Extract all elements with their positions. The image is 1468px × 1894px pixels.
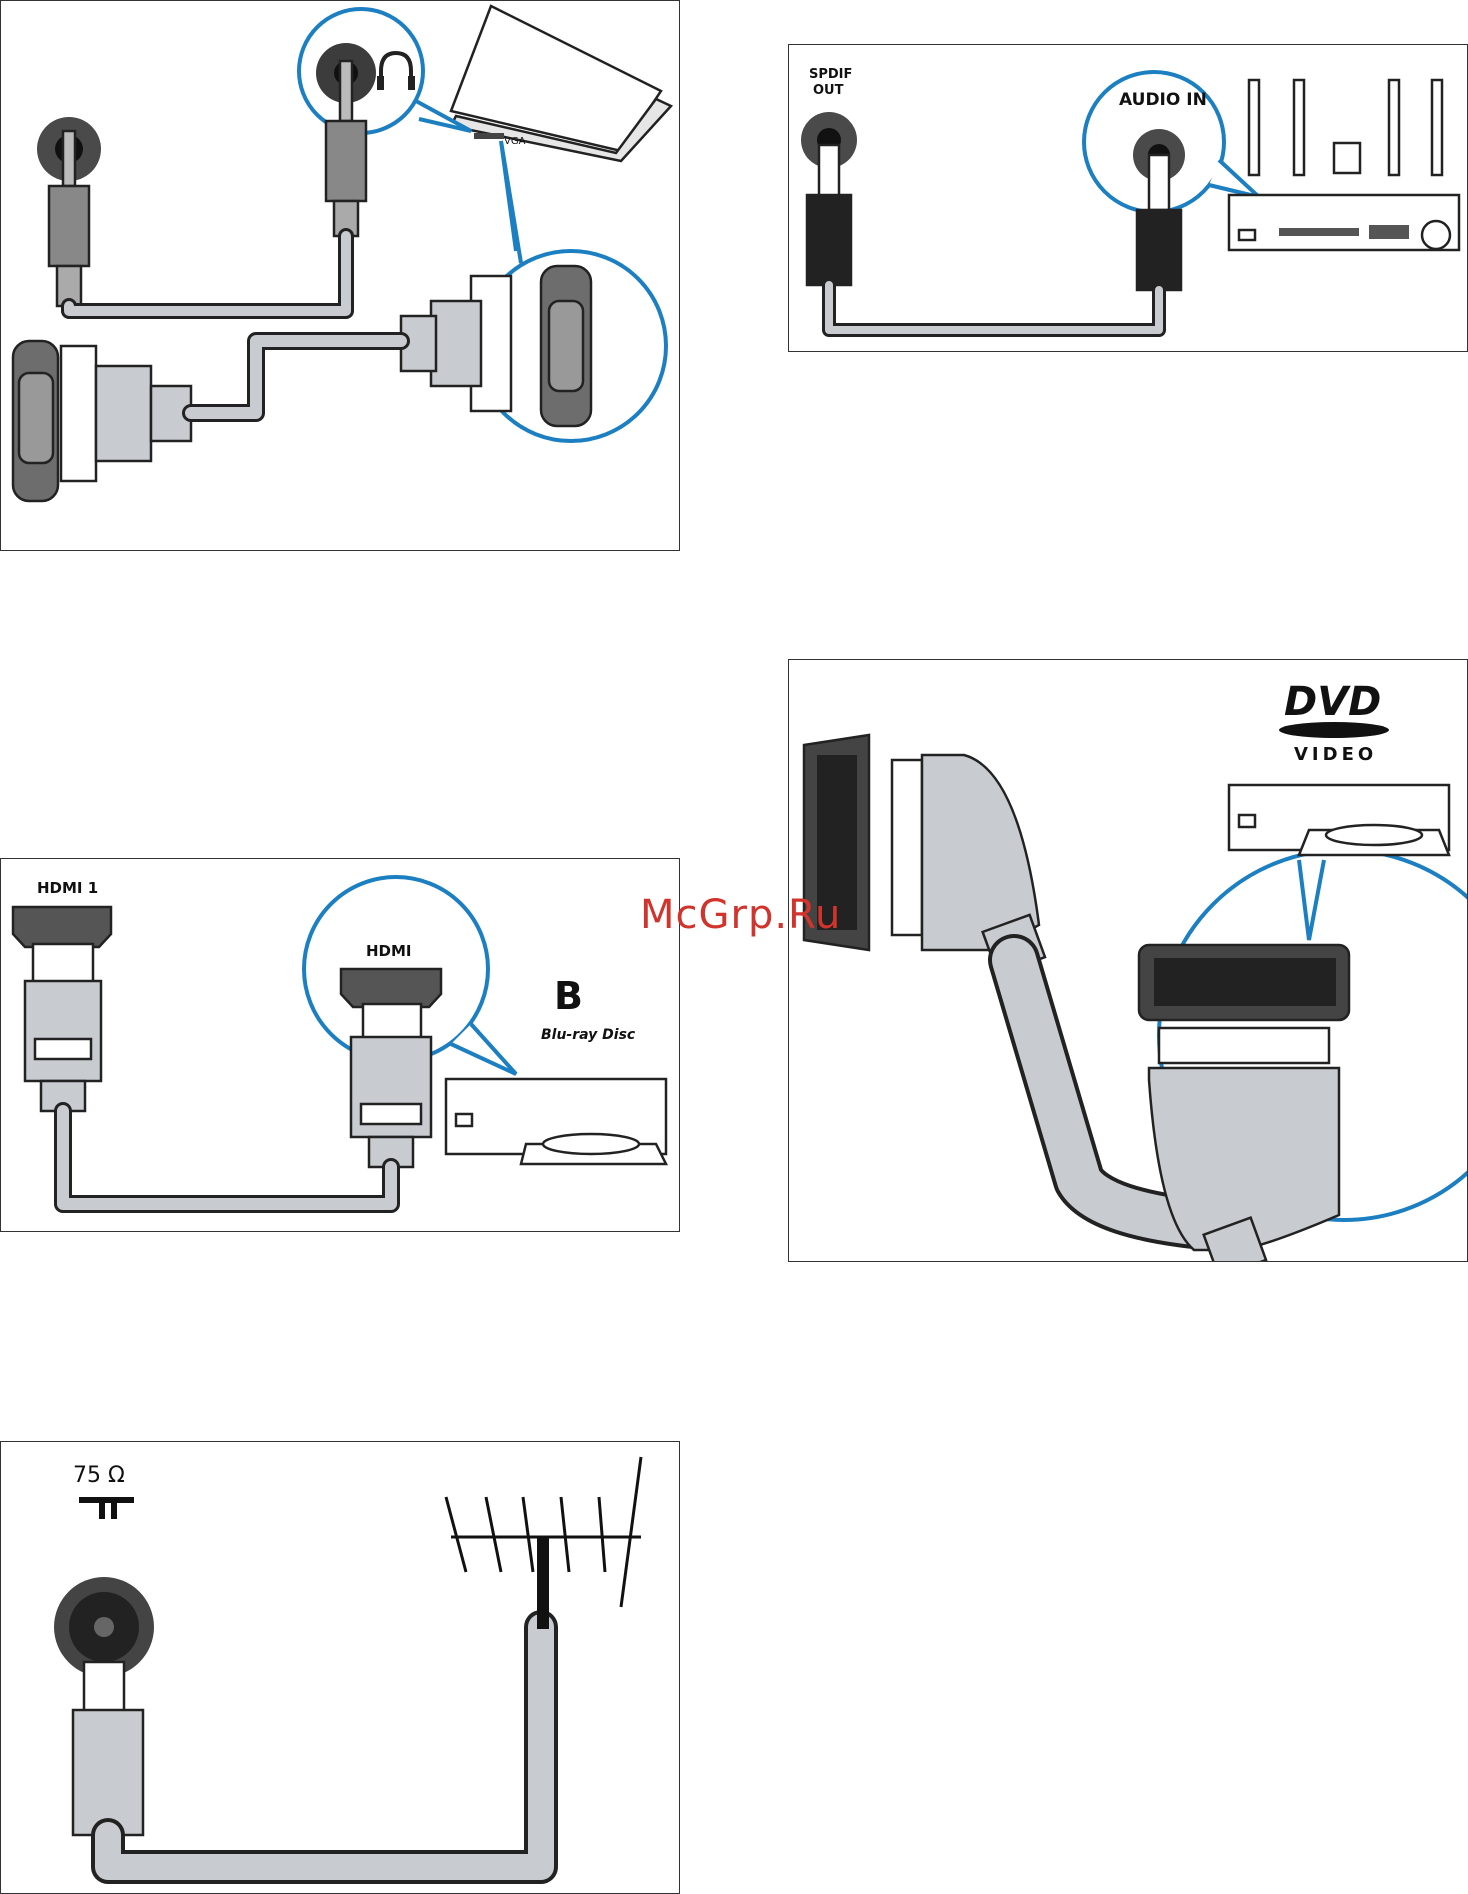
bluray-logo: B Blu-ray Disc — [541, 974, 636, 1043]
vga-audio-diagram: VGA — [1, 1, 680, 551]
watermark-text: McGrp.Ru — [640, 892, 841, 938]
coax-plug-left — [807, 145, 851, 285]
hdmi-cable — [63, 1111, 391, 1204]
hdmi-label: HDMI — [366, 942, 412, 960]
spdif-panel: SPDIF OUT AUDIO IN — [788, 44, 1468, 352]
impedance-label: 75 Ω — [73, 1463, 125, 1488]
antenna-plug — [73, 1662, 143, 1835]
antenna-panel: 75 Ω — [0, 1441, 680, 1894]
spdif-out-label: OUT — [813, 83, 844, 98]
vga-audio-panel: VGA — [0, 0, 680, 551]
dvd-video-logo: DVD VIDEO — [1279, 679, 1389, 765]
antenna-cable — [108, 1627, 541, 1867]
hdmi-port-icon — [341, 969, 441, 1007]
spdif-diagram: SPDIF OUT AUDIO IN — [789, 45, 1468, 352]
audio-cable — [69, 236, 346, 311]
hdmi-plug-right — [351, 1004, 431, 1167]
dvd-video-text: VIDEO — [1294, 744, 1377, 765]
vga-plug-left — [61, 346, 191, 481]
hdmi-plug-left — [25, 944, 101, 1111]
bluray-player-icon — [446, 1079, 666, 1164]
hdmi1-port-icon — [13, 907, 111, 947]
scart-plug-right — [1149, 1028, 1339, 1262]
vga-cable — [191, 341, 401, 413]
dvd-player-icon — [1229, 785, 1449, 855]
laptop-icon: VGA — [451, 6, 671, 161]
antenna-diagram: 75 Ω — [1, 1442, 680, 1894]
vga-plug-right — [401, 276, 511, 411]
antenna-icon — [446, 1457, 641, 1629]
speakers-icon — [1249, 80, 1442, 175]
hdmi1-label: HDMI 1 — [37, 879, 98, 897]
hdmi-panel: HDMI 1 HDMI B Blu-ray Disc — [0, 858, 680, 1232]
scart-panel: DVD VIDEO — [788, 659, 1468, 1262]
audio-in-label: AUDIO IN — [1119, 90, 1207, 110]
svg-text:B: B — [554, 974, 583, 1018]
laptop-vga-port-label: VGA — [504, 136, 526, 147]
spdif-label: SPDIF — [809, 67, 852, 82]
dvd-logo-text: DVD — [1284, 679, 1381, 725]
scart-diagram: DVD VIDEO — [789, 660, 1468, 1262]
hdmi-diagram: HDMI 1 HDMI B Blu-ray Disc — [1, 859, 680, 1232]
audio-receiver-icon — [1229, 195, 1459, 250]
coax-symbol-icon — [79, 1497, 134, 1519]
bluray-logo-text: Blu-ray Disc — [541, 1027, 636, 1043]
